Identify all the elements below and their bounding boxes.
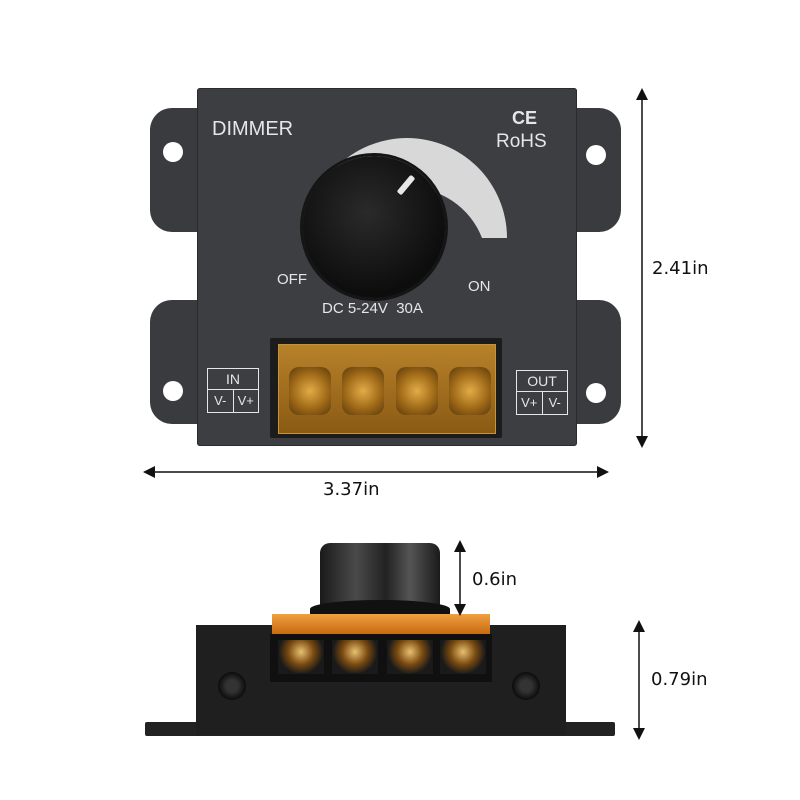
off-label: OFF [277,271,307,288]
side-knob-base [310,600,450,618]
terminal-block [270,338,502,438]
terminal-screw-1[interactable] [289,367,331,415]
dimmer-knob[interactable] [303,156,445,298]
side-terminal-block [270,634,492,682]
output-label-box: OUT V+V- [516,370,568,415]
side-terminal-2 [332,640,378,674]
terminal-screw-3[interactable] [396,367,438,415]
knob-height-arrow-icon [454,540,466,616]
height-dimension: 2.41in [652,258,709,279]
side-terminal-3 [387,640,433,674]
terminal-cover [278,344,496,434]
side-terminal-cover [272,614,490,634]
height-arrow-icon [636,88,648,448]
mount-hole-icon [586,145,606,165]
knob-indicator-icon [396,174,416,196]
terminal-screw-2[interactable] [342,367,384,415]
product-name: DIMMER [212,118,294,140]
ce-mark: CE [512,108,538,128]
rohs-mark: RoHS [496,131,547,152]
mount-hole-icon [586,383,606,403]
knob-height-dimension: 0.6in [472,569,518,590]
side-terminal-4 [440,640,486,674]
mount-hole-icon [163,142,183,162]
side-screw-icon [218,672,246,700]
terminal-screw-4[interactable] [449,367,491,415]
depth-dimension: 0.79in [651,669,708,690]
width-dimension: 3.37in [323,479,380,500]
side-screw-icon [512,672,540,700]
on-label: ON [468,278,491,295]
width-arrow-icon [143,466,609,478]
depth-arrow-icon [633,620,645,740]
rating-label: DC 5-24V 30A [322,300,423,317]
input-label-box: IN V-V+ [207,368,259,413]
mount-hole-icon [163,381,183,401]
side-terminal-1 [278,640,324,674]
